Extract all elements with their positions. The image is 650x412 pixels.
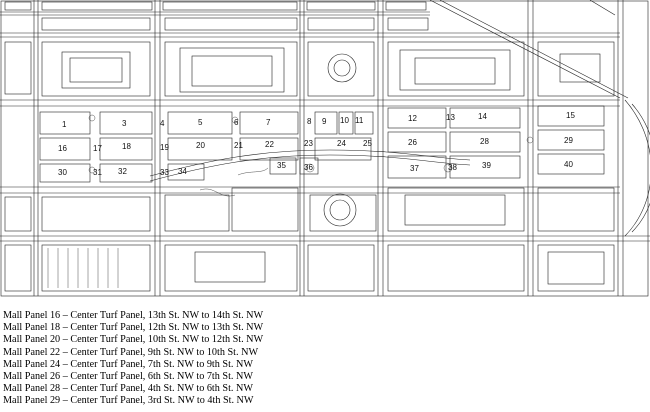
south-buildings bbox=[4, 99, 650, 237]
bottom-blocks bbox=[4, 244, 615, 292]
panel-label: 16 bbox=[58, 144, 67, 153]
legend-line: Mall Panel 18 – Center Turf Panel, 12th … bbox=[3, 322, 264, 334]
panel-label: 11 bbox=[355, 116, 364, 125]
panel-label: 31 bbox=[93, 168, 102, 177]
panel-label: 26 bbox=[408, 138, 417, 147]
legend-line: Mall Panel 28 – Center Turf Panel, 4th S… bbox=[3, 383, 253, 395]
legend-line: Mall Panel 24 – Center Turf Panel, 7th S… bbox=[3, 358, 253, 370]
panel-label: 36 bbox=[304, 163, 313, 172]
panel-label: 15 bbox=[566, 111, 575, 120]
panel-label: 35 bbox=[277, 161, 286, 170]
north-buildings bbox=[4, 17, 615, 97]
panel-labels: 1 3 4 5 6 7 8 9 10 11 12 13 14 15 16 17 … bbox=[58, 111, 575, 177]
panel-label: 40 bbox=[564, 160, 573, 169]
panel-label: 37 bbox=[410, 164, 419, 173]
panel-label: 24 bbox=[337, 139, 346, 148]
panel-label: 39 bbox=[482, 161, 491, 170]
legend-line: Mall Panel 16 – Center Turf Panel, 13th … bbox=[3, 310, 264, 321]
legend-line: Mall Panel 20 – Center Turf Panel, 10th … bbox=[3, 334, 264, 346]
panel-label: 38 bbox=[448, 163, 457, 172]
panel-label: 17 bbox=[93, 144, 102, 153]
panel-label: 28 bbox=[480, 137, 489, 146]
panel-label: 29 bbox=[564, 136, 573, 145]
top-blocks bbox=[4, 1, 427, 11]
panel-label: 30 bbox=[58, 168, 67, 177]
panel-label: 14 bbox=[478, 112, 487, 121]
panel-label: 18 bbox=[122, 142, 131, 151]
legend-line: Mall Panel 22 – Center Turf Panel, 9th S… bbox=[3, 346, 259, 358]
panel-label: 3 bbox=[122, 119, 127, 128]
landscape-details bbox=[88, 114, 534, 197]
panel-label: 12 bbox=[408, 114, 417, 123]
panel-label: 34 bbox=[178, 167, 187, 176]
panel-label: 21 bbox=[234, 141, 243, 150]
panel-legend: Mall Panel 16 – Center Turf Panel, 13th … bbox=[3, 310, 643, 408]
panel-label: 19 bbox=[160, 143, 169, 152]
streets bbox=[33, 0, 624, 296]
panel-label: 32 bbox=[118, 167, 127, 176]
legend-line: Mall Panel 26 – Center Turf Panel, 6th S… bbox=[3, 371, 253, 383]
panel-label: 7 bbox=[266, 118, 271, 127]
roads bbox=[0, 0, 650, 242]
map-border bbox=[0, 0, 649, 297]
panel-label: 5 bbox=[198, 118, 203, 127]
panel-label: 1 bbox=[62, 120, 67, 129]
panel-label: 10 bbox=[340, 116, 349, 125]
legend-line: Mall Panel 29 – Center Turf Panel, 3rd S… bbox=[3, 395, 254, 407]
panel-label: 33 bbox=[160, 168, 169, 177]
panel-label: 25 bbox=[363, 139, 372, 148]
panel-label: 8 bbox=[307, 117, 312, 126]
panel-label: 4 bbox=[160, 119, 165, 128]
mall-panels bbox=[39, 105, 605, 183]
panel-label: 20 bbox=[196, 141, 205, 150]
panel-label: 6 bbox=[234, 118, 239, 127]
panel-label: 22 bbox=[265, 140, 274, 149]
panel-label: 13 bbox=[446, 113, 455, 122]
panel-label: 9 bbox=[322, 117, 327, 126]
mall-map: 1 3 4 5 6 7 8 9 10 11 12 13 14 15 16 17 … bbox=[0, 0, 650, 297]
panel-label: 23 bbox=[304, 139, 313, 148]
